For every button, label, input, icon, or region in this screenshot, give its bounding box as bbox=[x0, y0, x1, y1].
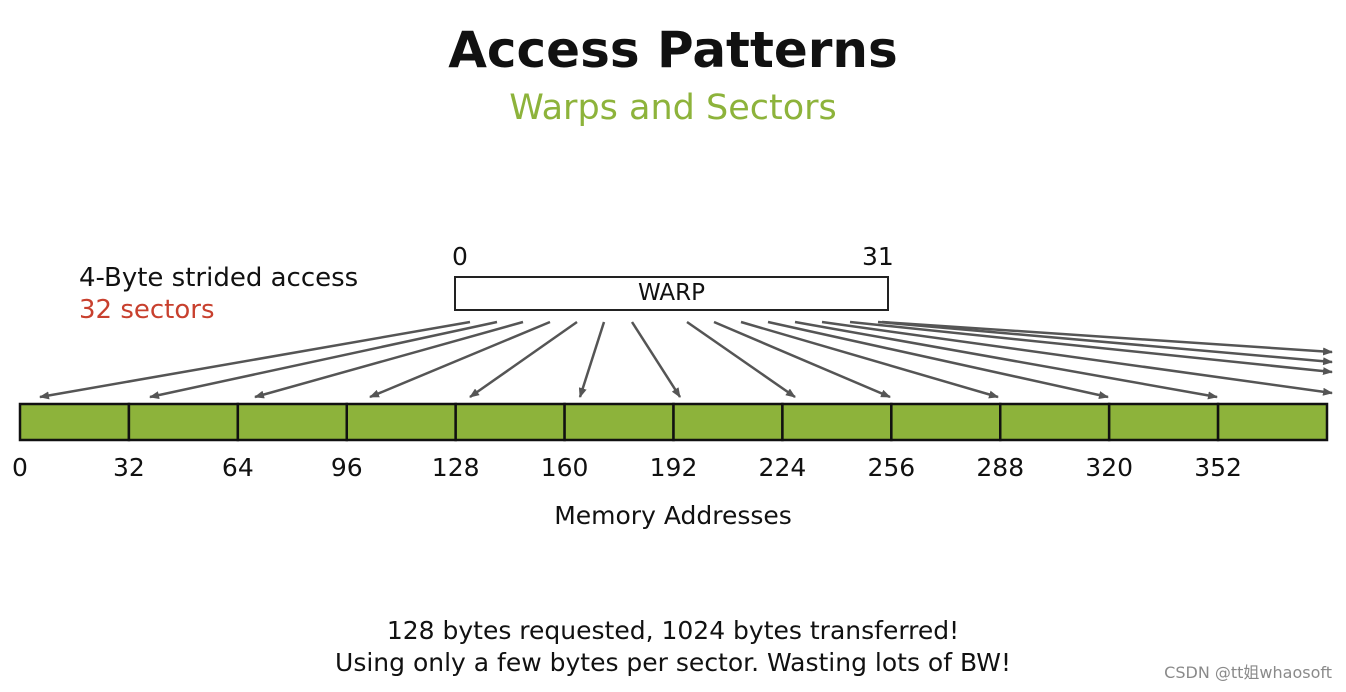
thread-access-arrow bbox=[578, 321, 606, 398]
bandwidth-note-1: 128 bytes requested, 1024 bytes transfer… bbox=[386, 616, 960, 645]
thread-access-arrow bbox=[881, 320, 1333, 356]
memory-tick-label: 224 bbox=[758, 453, 807, 482]
memory-sector bbox=[781, 402, 893, 442]
memory-axis-label: Memory Addresses bbox=[554, 501, 792, 530]
memory-tick-label: 128 bbox=[431, 453, 480, 482]
memory-tick-label: 0 bbox=[12, 453, 28, 482]
warp-end-index: 31 bbox=[862, 242, 894, 271]
memory-sector bbox=[999, 402, 1111, 442]
arrow-group bbox=[39, 320, 1333, 400]
warp-box: WARP bbox=[454, 276, 889, 311]
thread-access-arrow bbox=[686, 320, 796, 399]
access-description: 4-Byte strided access bbox=[79, 263, 359, 293]
memory-tick-label: 288 bbox=[976, 453, 1025, 482]
memory-sector-row bbox=[18, 402, 1329, 442]
memory-sector bbox=[236, 402, 348, 442]
memory-tick-label: 192 bbox=[649, 453, 698, 482]
memory-sector bbox=[345, 402, 457, 442]
memory-sector bbox=[672, 402, 784, 442]
memory-tick-label: 320 bbox=[1085, 453, 1134, 482]
memory-sector bbox=[1216, 402, 1329, 442]
thread-access-arrow bbox=[821, 320, 1333, 396]
thread-access-arrow bbox=[767, 320, 1109, 399]
thread-access-arrow bbox=[39, 320, 471, 400]
watermark: CSDN @tt姐whaosoft bbox=[1164, 663, 1332, 682]
memory-sector bbox=[1107, 402, 1220, 442]
thread-access-arrow bbox=[877, 320, 1333, 366]
memory-sector bbox=[18, 402, 131, 442]
thread-access-arrow bbox=[469, 320, 578, 399]
warp-start-index: 0 bbox=[452, 242, 468, 271]
memory-sector bbox=[454, 402, 566, 442]
thread-access-arrow bbox=[794, 320, 1218, 400]
memory-sector bbox=[563, 402, 675, 442]
memory-sector bbox=[127, 402, 240, 442]
thread-access-arrow bbox=[369, 320, 551, 399]
memory-tick-label: 32 bbox=[113, 453, 145, 482]
thread-access-arrow bbox=[713, 320, 891, 399]
page-subtitle: Warps and Sectors bbox=[509, 88, 837, 128]
thread-access-arrow bbox=[630, 321, 682, 398]
thread-access-arrow bbox=[149, 320, 498, 400]
memory-tick-label: 256 bbox=[867, 453, 916, 482]
bandwidth-note-2: Using only a few bytes per sector. Wasti… bbox=[335, 648, 1011, 677]
memory-tick-label: 96 bbox=[330, 453, 363, 482]
thread-access-arrow bbox=[740, 320, 999, 399]
sectors-count-label: 32 sectors bbox=[79, 295, 215, 325]
page-title: Access Patterns bbox=[448, 21, 898, 79]
memory-tick-label: 352 bbox=[1194, 453, 1242, 482]
memory-tick-label: 64 bbox=[221, 453, 254, 482]
memory-sector bbox=[890, 402, 1002, 442]
thread-access-arrow bbox=[254, 320, 524, 399]
thread-access-arrow bbox=[849, 320, 1333, 376]
memory-tick-label: 160 bbox=[540, 453, 589, 482]
